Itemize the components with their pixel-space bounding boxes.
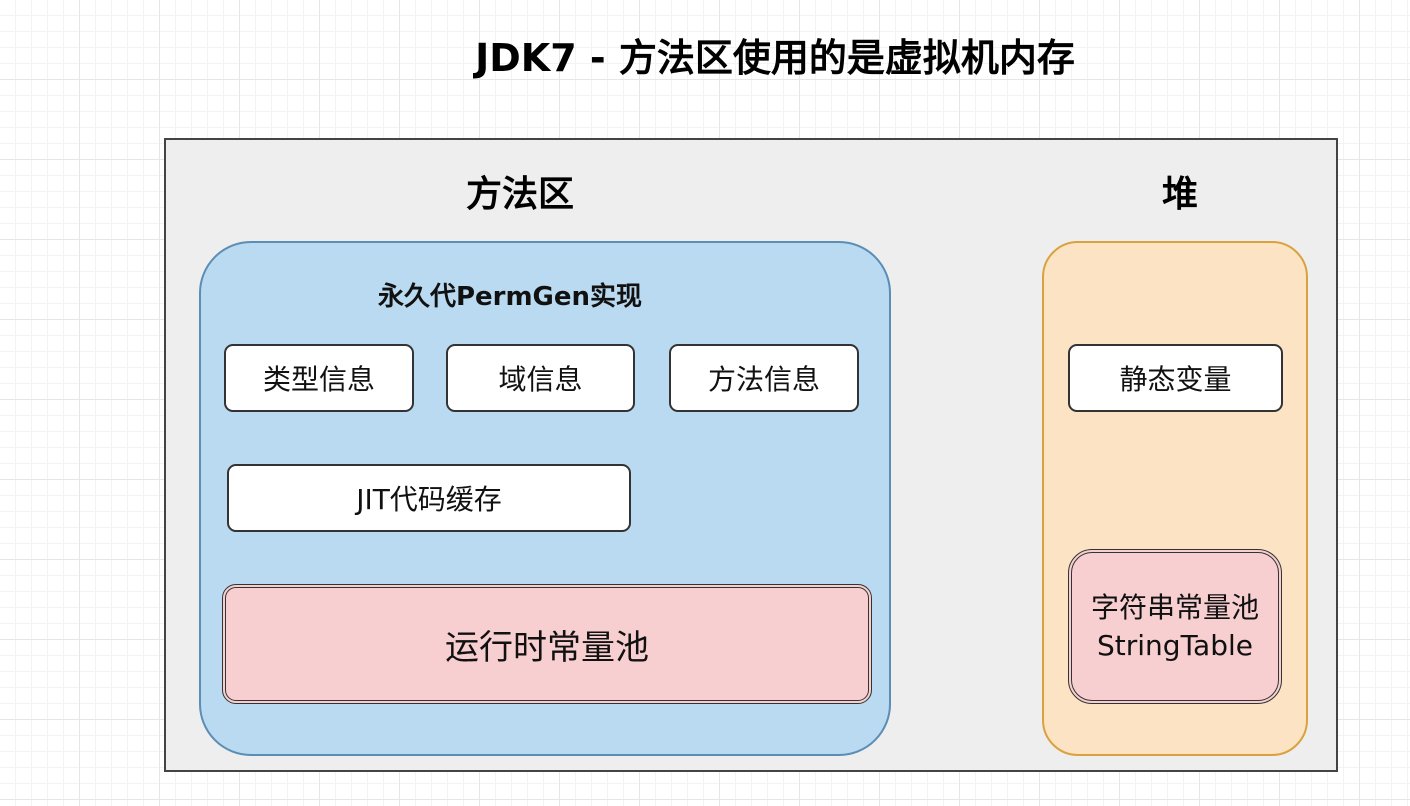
permgen-title: 永久代PermGen实现 xyxy=(377,281,643,312)
string-table-name: StringTable xyxy=(1097,628,1253,662)
type-info-box: 类型信息 xyxy=(224,344,414,412)
method-info-box: 方法信息 xyxy=(669,344,859,412)
jit-code-cache-box: JIT代码缓存 xyxy=(227,464,631,532)
field-info-box: 域信息 xyxy=(446,344,635,412)
diagram-title: JDK7 - 方法区使用的是虚拟机内存 xyxy=(475,35,1075,80)
string-table-box: 字符串常量池 StringTable xyxy=(1068,549,1282,704)
method-area-title: 方法区 xyxy=(465,174,574,215)
static-variables-box: 静态变量 xyxy=(1068,344,1283,412)
string-table-label: 字符串常量池 xyxy=(1090,590,1259,624)
runtime-constant-pool-box: 运行时常量池 xyxy=(222,584,872,704)
heap-title: 堆 xyxy=(1161,174,1198,215)
